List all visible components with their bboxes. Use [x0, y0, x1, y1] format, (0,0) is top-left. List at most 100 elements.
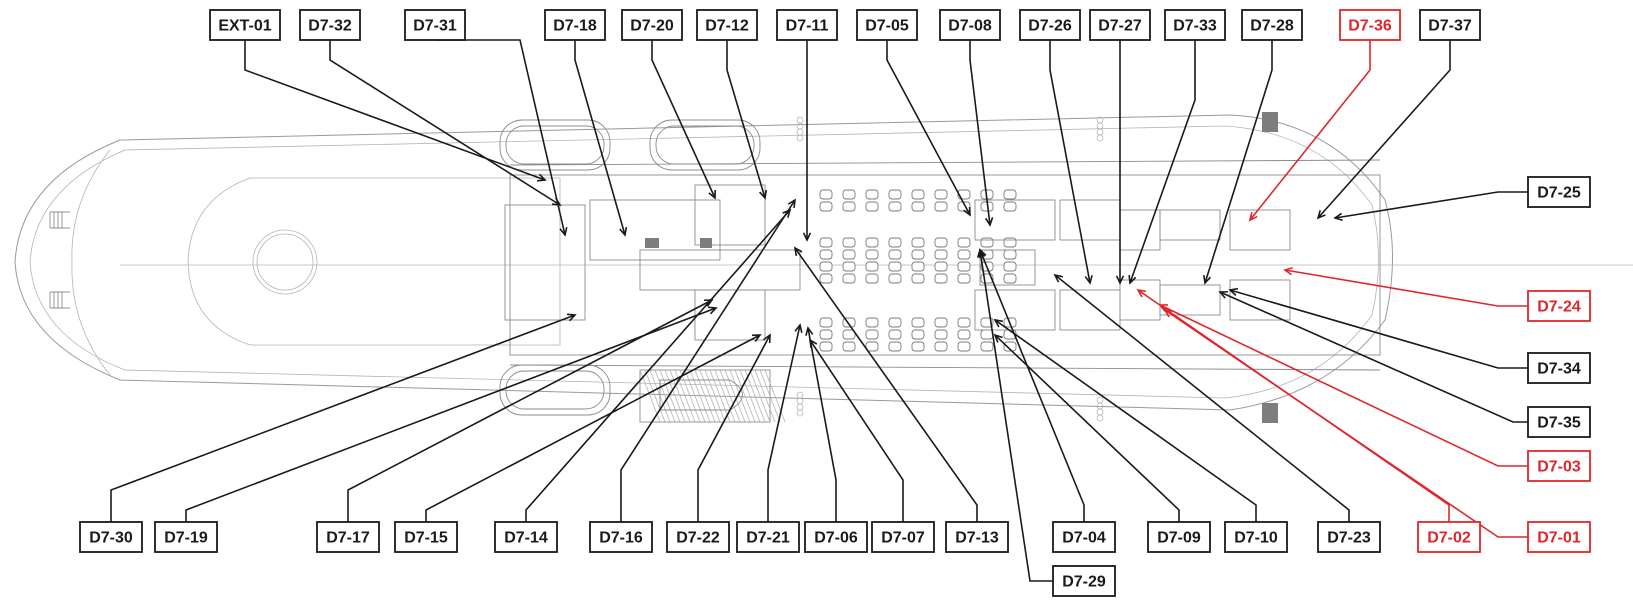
leader-arrowhead [1228, 287, 1239, 296]
room-label-text: D7-11 [786, 18, 829, 35]
room-label[interactable]: D7-03 [1527, 450, 1591, 482]
leader-line [767, 324, 801, 522]
room-label-text: D7-17 [326, 530, 370, 547]
room-label[interactable]: D7-05 [856, 9, 918, 41]
room-label-text: D7-26 [1028, 18, 1072, 35]
leader-line [1054, 274, 1350, 522]
room-label[interactable]: EXT-01 [209, 9, 281, 41]
room-label-text: D7-06 [814, 530, 858, 547]
leader-arrowhead [802, 232, 812, 242]
room-label[interactable]: D7-15 [394, 521, 458, 553]
leader-line [726, 40, 766, 199]
leader-line [651, 40, 716, 199]
room-label-text: D7-35 [1537, 415, 1581, 432]
leader-arrowhead [805, 326, 814, 336]
room-label-text: D7-24 [1537, 299, 1581, 316]
leader-line [807, 327, 837, 522]
room-label[interactable]: D7-37 [1419, 9, 1481, 41]
room-label[interactable]: D7-23 [1317, 521, 1381, 553]
room-label[interactable]: D7-07 [871, 521, 935, 553]
leader-arrowhead [1128, 274, 1137, 285]
room-label[interactable]: D7-28 [1241, 9, 1303, 41]
room-label[interactable]: D7-06 [804, 521, 868, 553]
room-label[interactable]: D7-27 [1089, 9, 1151, 41]
room-label[interactable]: D7-33 [1164, 9, 1226, 41]
room-label-box [1164, 9, 1226, 41]
leader-line [979, 249, 1085, 522]
leader-line [244, 40, 546, 181]
room-label-box [1527, 176, 1591, 208]
room-label[interactable]: D7-25 [1527, 176, 1591, 208]
room-label[interactable]: D7-35 [1527, 406, 1591, 438]
leader-arrowhead [763, 333, 771, 344]
room-label-text: D7-16 [599, 530, 643, 547]
leader-line [347, 299, 713, 522]
room-label[interactable]: D7-09 [1147, 521, 1211, 553]
room-label[interactable]: D7-34 [1527, 352, 1591, 384]
leader-line [525, 209, 791, 522]
room-label[interactable]: D7-14 [494, 521, 558, 553]
room-label[interactable]: D7-36 [1339, 9, 1401, 41]
room-label-text: D7-36 [1348, 18, 1392, 35]
room-label[interactable]: D7-12 [696, 9, 758, 41]
room-label[interactable]: D7-20 [621, 9, 683, 41]
leader-line [1249, 40, 1371, 221]
room-label-text: D7-13 [955, 530, 999, 547]
leader-line [794, 247, 978, 522]
room-label[interactable]: D7-30 [79, 521, 143, 553]
room-label-text: D7-22 [676, 530, 720, 547]
leader-arrowhead [619, 226, 628, 237]
room-label[interactable]: D7-18 [544, 9, 606, 41]
room-label[interactable]: D7-11 [776, 9, 838, 41]
leader-arrowhead [985, 217, 994, 227]
room-label[interactable]: D7-01 [1527, 521, 1591, 553]
room-label[interactable]: D7-21 [736, 521, 800, 553]
room-label[interactable]: D7-22 [666, 521, 730, 553]
room-label[interactable]: D7-19 [154, 521, 218, 553]
leader-line [979, 249, 1053, 582]
room-label[interactable]: D7-16 [589, 521, 653, 553]
room-label-box [1089, 9, 1151, 41]
room-label[interactable]: D7-29 [1052, 565, 1116, 597]
room-label[interactable]: D7-17 [316, 521, 380, 553]
room-label[interactable]: D7-08 [939, 9, 1001, 41]
room-label-box [494, 521, 558, 553]
room-label[interactable]: D7-32 [299, 9, 361, 41]
room-label[interactable]: D7-10 [1224, 521, 1288, 553]
leader-arrowhead [1218, 290, 1229, 299]
leader-arrowhead [536, 173, 547, 182]
leader-arrowhead [759, 189, 768, 200]
ship-outline [14, 112, 1633, 423]
leader-line [1284, 269, 1528, 307]
room-label[interactable]: D7-24 [1527, 290, 1591, 322]
room-label-box [621, 9, 683, 41]
leader-arrowhead [1163, 308, 1174, 318]
leader-lines [110, 39, 1530, 582]
room-label-box [939, 9, 1001, 41]
room-label-box [79, 521, 143, 553]
room-label[interactable]: D7-26 [1019, 9, 1081, 41]
room-label-text: D7-20 [630, 18, 674, 35]
room-label-text: D7-32 [308, 18, 352, 35]
leader-arrowhead [708, 189, 716, 200]
room-label-text: D7-23 [1327, 530, 1371, 547]
leader-arrowhead [993, 333, 1003, 343]
room-label[interactable]: D7-02 [1417, 521, 1481, 553]
room-label-box [1147, 521, 1211, 553]
room-label-box [316, 521, 380, 553]
leader-arrowhead [1316, 210, 1326, 220]
leader-line [1204, 40, 1273, 284]
room-label-text: D7-12 [705, 18, 749, 35]
room-label[interactable]: D7-31 [404, 9, 466, 41]
room-label-box [666, 521, 730, 553]
room-label[interactable]: D7-04 [1052, 521, 1116, 553]
leader-line [809, 339, 904, 522]
room-label[interactable]: D7-13 [945, 521, 1009, 553]
leader-line [994, 319, 1257, 522]
room-label-box [1527, 521, 1591, 553]
room-label-box [1419, 9, 1481, 41]
room-label-box [1527, 352, 1591, 384]
leader-line [1129, 40, 1196, 284]
room-label-text: D7-09 [1157, 530, 1201, 547]
leader-arrowhead [787, 198, 796, 209]
